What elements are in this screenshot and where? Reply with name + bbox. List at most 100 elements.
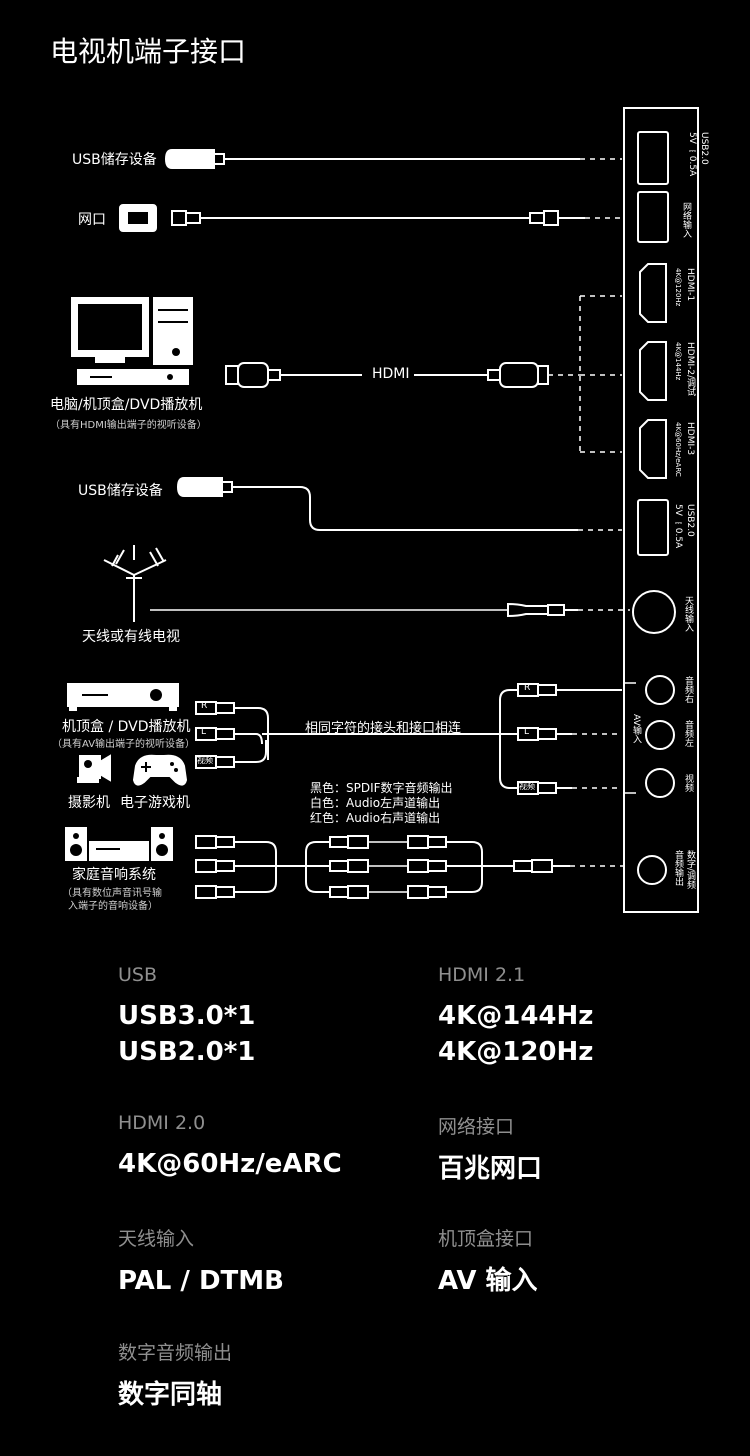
spec-settop-value: AV 输入: [438, 1266, 538, 1296]
port-label-antenna: 天线输入: [683, 596, 693, 632]
plug-l-left: L: [201, 727, 207, 737]
spec-hdmi20: HDMI 2.0 4K@60Hz/eARC: [118, 1112, 342, 1182]
antenna-graphic: [103, 545, 167, 622]
av-group-bracket: [623, 682, 636, 794]
port-usb-mid-spec: 5V ⎓0.5A: [673, 504, 683, 549]
av-plugs-left: [195, 701, 500, 769]
port-label-audio-l: 音频左: [683, 720, 693, 747]
hifi-device-label: 家庭音响系统: [72, 867, 156, 883]
plug-r-left: R: [201, 701, 208, 711]
spec-usb-value-2: USB2.0*1: [118, 1037, 256, 1067]
av-box-device-label: 机顶盒 / DVD播放机: [62, 719, 191, 735]
spec-antenna: 天线输入 PAL / DTMB: [118, 1224, 284, 1299]
camcorder-graphic: [77, 754, 111, 783]
usb-port-top: [637, 131, 669, 185]
port-hdmi3-spec: 4K@60Hz/eARC: [674, 422, 682, 477]
hifi-cables: [195, 835, 628, 899]
hdmi-cable: [225, 295, 622, 453]
spec-usb: USB USB3.0*1 USB2.0*1: [118, 964, 255, 1070]
gamepad-label: 电子游戏机: [120, 795, 190, 811]
hdmi-port-1: [639, 263, 667, 323]
port-usb-mid-name: USB2.0: [685, 504, 695, 537]
port-coax-name-2: 音频输出: [673, 850, 683, 886]
spec-hdmi20-value: 4K@60Hz/eARC: [118, 1149, 342, 1179]
port-hdmi1-spec: 4K@120Hz: [674, 268, 682, 307]
spec-hdmi20-key: HDMI 2.0: [118, 1112, 206, 1134]
usb-top-cable: [164, 149, 622, 169]
port-hdmi2-name: HDMI-2/调试: [685, 342, 695, 397]
hifi-device-sublabel-2: 入端子的音响设备）: [68, 901, 158, 912]
port-label-lan: 网络输入: [681, 202, 691, 238]
camcorder-label: 摄影机: [68, 795, 110, 811]
hifi-device-sublabel-1: （具有数位声音讯号输: [62, 888, 162, 899]
port-label-audio-r: 音频右: [683, 676, 693, 703]
av-box-device-sublabel: （具有AV输出端子的视听设备）: [52, 739, 196, 750]
gamepad-graphic: [132, 754, 188, 786]
page-title: 电视机端子接口: [50, 35, 247, 68]
plug-r-right: R: [524, 683, 531, 693]
plug-video-left: 视频: [197, 756, 213, 765]
spec-hdmi21: HDMI 2.1 4K@144Hz 4K@120Hz: [438, 964, 593, 1070]
usb-mid-cable: [176, 477, 622, 531]
spec-settop: 机顶盒接口 AV 输入: [438, 1224, 538, 1299]
pc-graphic: [71, 297, 193, 385]
spec-settop-key: 机顶盒接口: [438, 1228, 534, 1250]
diagram-lines: [65, 107, 699, 913]
pc-device-sublabel: （具有HDMI输出端子的视听设备）: [50, 420, 207, 431]
spec-network: 网络接口 百兆网口: [438, 1112, 542, 1187]
same-connector-label: 相同字符的接头和接口相连: [305, 721, 462, 736]
spec-hdmi21-value-1: 4K@144Hz: [438, 1001, 594, 1031]
audio-note-red: 红色：Audio右声道输出: [310, 811, 441, 825]
lan-cable: [119, 204, 622, 232]
av-box-graphic: [67, 683, 179, 711]
port-coax-name-1: 数字/调频: [685, 850, 695, 890]
audio-note-black: 黑色：SPDIF数字音频输出: [310, 781, 453, 795]
video-port: [645, 768, 675, 798]
av-plugs-right: [499, 683, 622, 795]
port-hdmi1-name: HDMI-1: [685, 268, 695, 302]
spec-usb-key: USB: [118, 964, 158, 986]
hdmi-cable-label: HDMI: [372, 366, 410, 382]
spec-usb-value-1: USB3.0*1: [118, 1001, 256, 1031]
hifi-graphic: [65, 827, 173, 861]
audio-note-white: 白色：Audio左声道输出: [310, 796, 441, 810]
port-usb-top-name: USB2.0: [699, 132, 709, 165]
plug-video-right: 视频: [519, 782, 535, 791]
pc-device-label: 电脑/机顶盒/DVD播放机: [50, 397, 203, 413]
port-hdmi3-name: HDMI-3: [685, 422, 695, 456]
usb-port-mid: [637, 499, 669, 556]
port-hdmi2-spec: 4K@144Hz: [674, 342, 682, 381]
spec-digital-audio-value: 数字同轴: [118, 1380, 223, 1410]
spec-hdmi21-key: HDMI 2.1: [438, 964, 526, 986]
spec-digital-audio-key: 数字音频输出: [118, 1342, 233, 1364]
port-label-av-group: AV输入: [630, 714, 643, 744]
port-usb-top-spec: 5V ⎓0.5A: [687, 132, 697, 177]
lan-port: [637, 191, 669, 243]
usb-top-device-label: USB储存设备: [72, 152, 157, 168]
antenna-device-label: 天线或有线电视: [82, 629, 180, 645]
audio-left-port: [645, 720, 675, 750]
spec-network-key: 网络接口: [438, 1116, 515, 1138]
spec-antenna-value: PAL / DTMB: [118, 1266, 284, 1296]
connection-diagram: USB储存设备 网口 电脑/机顶盒/DVD播放机 （具有HDMI输出端子的视听设…: [0, 90, 750, 940]
tv-panel-outline: [623, 107, 699, 913]
spec-antenna-key: 天线输入: [118, 1228, 195, 1250]
spec-hdmi21-value-2: 4K@120Hz: [438, 1037, 594, 1067]
hdmi-port-3: [639, 419, 667, 479]
port-label-video: 视频: [683, 774, 693, 792]
spec-digital-audio: 数字音频输出 数字同轴: [118, 1338, 232, 1413]
antenna-port: [632, 590, 676, 634]
hdmi-port-2: [639, 341, 667, 401]
audio-right-port: [645, 675, 675, 705]
coax-port: [637, 855, 667, 885]
antenna-cable: [150, 602, 630, 618]
usb-mid-device-label: USB储存设备: [78, 483, 163, 499]
port-label-coax: 数字/调频音频输出: [672, 850, 696, 889]
spec-network-value: 百兆网口: [438, 1154, 543, 1184]
lan-device-label: 网口: [78, 212, 106, 228]
